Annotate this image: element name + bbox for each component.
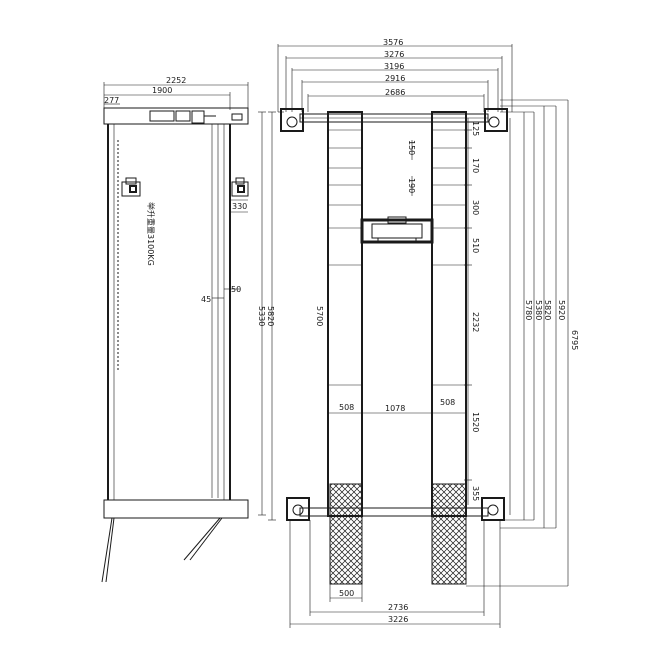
plan-top-dim-2: 3196 xyxy=(384,62,404,71)
bottom-dim-1: 3226 xyxy=(388,615,408,624)
outer-right-dim-3: 5920 xyxy=(557,300,566,320)
outer-right-dim-1: 5380 xyxy=(534,300,543,320)
runway-width-left: 508 xyxy=(339,403,354,412)
plan-top-dim-4: 2686 xyxy=(385,88,405,97)
side-dim-gap-50: 50 xyxy=(231,285,241,294)
outer-right-dim-0: 5780 xyxy=(524,300,533,320)
side-view: 2252 1900 277 330 举升重量3100K xyxy=(101,76,276,583)
side-dim-right-gap: 330 xyxy=(232,202,247,211)
plan-top-dim-3: 2916 xyxy=(385,74,405,83)
post-bottom-right xyxy=(481,497,505,521)
capacity-label: 举升重量3100KG xyxy=(146,202,156,266)
post-bottom-left xyxy=(286,497,310,521)
side-vertical-dim-inner: 5330 xyxy=(257,306,266,326)
ramp-width: 500 xyxy=(339,589,354,598)
right-dim-1: 170 xyxy=(471,158,480,173)
side-dim-gap-45: 45 xyxy=(201,295,211,304)
left-runway-dim-1: 190 xyxy=(407,178,416,193)
plan-top-dim-0: 3576 xyxy=(383,38,403,47)
outer-right-dim-4: 6795 xyxy=(570,330,579,350)
side-dim-offset: 277 xyxy=(104,96,119,105)
side-dim-inner-width: 1900 xyxy=(152,86,172,95)
right-dim-3: 510 xyxy=(471,238,480,253)
post-top-left xyxy=(278,108,304,132)
ramp-right xyxy=(431,483,467,585)
gap-width: 1078 xyxy=(385,404,405,413)
right-dim-2: 300 xyxy=(471,200,480,215)
right-dim-5: 1520 xyxy=(471,412,480,432)
bottom-dim-0: 2736 xyxy=(388,603,408,612)
side-dim-overall-width: 2252 xyxy=(166,76,186,85)
runway-width-right: 508 xyxy=(440,398,455,407)
post-top-right xyxy=(484,108,508,132)
left-runway-dim-0: 150 xyxy=(407,140,416,155)
right-dim-0: 125 xyxy=(471,121,480,136)
plan-view: 3576 3276 3196 2916 2686 xyxy=(277,38,579,628)
side-vertical-dim-outer: 5820 xyxy=(266,306,275,326)
runway-length: 5700 xyxy=(315,306,324,326)
right-dim-6: 355 xyxy=(471,486,480,501)
outer-right-dim-2: 5820 xyxy=(543,300,552,320)
right-dim-4: 2232 xyxy=(471,312,480,332)
ramp-left xyxy=(329,483,363,585)
plan-top-dim-1: 3276 xyxy=(384,50,404,59)
